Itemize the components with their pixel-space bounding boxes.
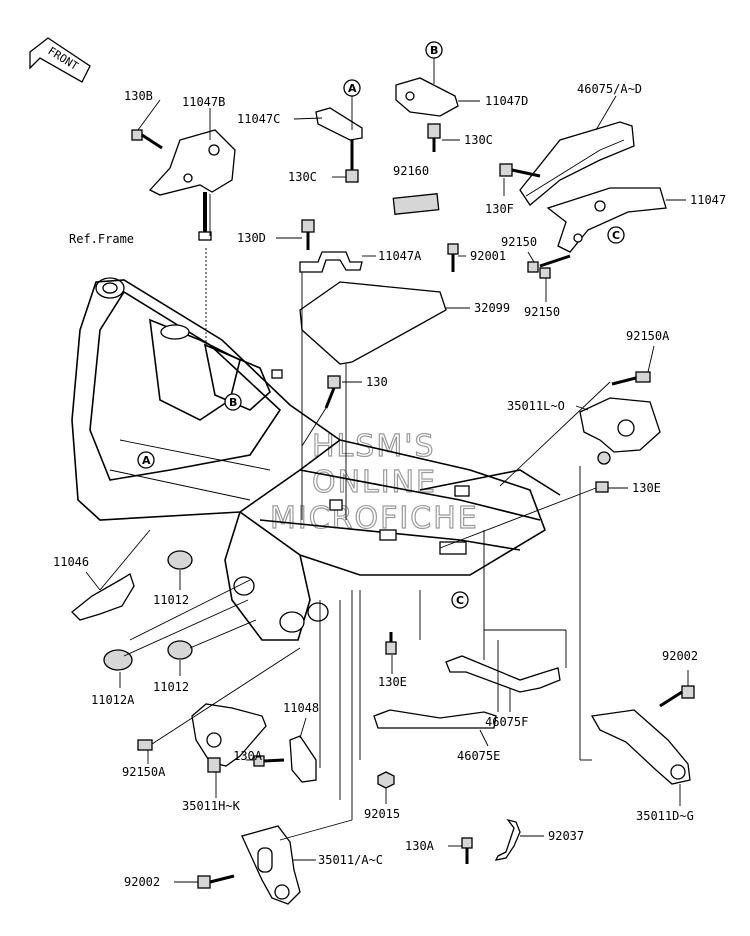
label-130C-a: 130C (288, 170, 317, 184)
label-32099: 32099 (474, 301, 510, 315)
bolt-130E-upper (595, 481, 609, 493)
label-11048: 11048 (283, 701, 319, 715)
part-11048 (289, 735, 317, 783)
label-130E-b: 130E (378, 675, 407, 689)
part-46075F (445, 655, 561, 693)
label-46075AD: 46075/A~D (577, 82, 642, 96)
label-11047D: 11047D (485, 94, 528, 108)
part-11047A (299, 251, 363, 273)
bolt-92150A-lower (137, 739, 153, 751)
part-46075E (373, 709, 497, 729)
label-130A-b: 130A (405, 839, 435, 853)
circle-ref-A-frame: A (137, 451, 155, 469)
part-92015 (377, 771, 395, 789)
bolt-130D (301, 219, 315, 250)
bolt-130 (324, 375, 341, 409)
part-11046 (71, 573, 135, 621)
part-35011HK (191, 703, 267, 773)
part-11012A (103, 649, 133, 671)
label-130D: 130D (237, 231, 266, 245)
part-11047D (395, 77, 459, 152)
watermark: HLSM'S ONLINE MICROFICHE (269, 428, 477, 536)
part-92037 (494, 818, 521, 861)
bolt-130E-lower (385, 632, 397, 655)
svg-text:B: B (430, 44, 438, 57)
svg-text:A: A (142, 454, 151, 467)
label-92160: 92160 (393, 164, 429, 178)
part-11012-upper (167, 550, 193, 570)
bolt-130F (499, 163, 541, 178)
label-92001: 92001 (470, 249, 506, 263)
leader-lines (85, 58, 689, 883)
label-92002-b: 92002 (124, 875, 160, 889)
circle-ref-C-top: C (607, 226, 625, 244)
label-92002-a: 92002 (662, 649, 698, 663)
bolt-92002-lower (197, 874, 235, 889)
part-35011LO (579, 397, 661, 465)
bolt-130A-lower (461, 837, 473, 864)
part-35011AC (241, 825, 301, 905)
label-11047: 11047 (690, 193, 726, 207)
ref-frame-label: Ref.Frame (69, 232, 134, 246)
label-11047C: 11047C (237, 112, 280, 126)
circle-ref-A-top: A (343, 79, 361, 97)
bolt-92150A-upper (611, 371, 651, 386)
svg-text:C: C (456, 594, 464, 607)
part-92160 (392, 193, 440, 215)
svg-text:B: B (229, 396, 237, 409)
label-130F: 130F (485, 202, 514, 216)
front-arrow-icon: FRONT (29, 37, 91, 83)
label-130E-a: 130E (632, 481, 661, 495)
label-35011LO: 35011L~O (507, 399, 565, 413)
label-11012-b: 11012 (153, 680, 189, 694)
part-11047 (546, 187, 667, 253)
part-32099 (299, 281, 447, 365)
label-92150-b: 92150 (524, 305, 560, 319)
main-frame (71, 277, 561, 641)
label-35011HK: 35011H~K (182, 799, 241, 813)
label-35011AC: 35011/A~C (318, 853, 383, 867)
label-130C-b: 130C (464, 133, 493, 147)
label-46075F: 46075F (485, 715, 528, 729)
label-11046: 11046 (53, 555, 89, 569)
circle-ref-C-frame: C (451, 591, 469, 609)
label-92150A-b: 92150A (122, 765, 166, 779)
part-11047C (315, 107, 363, 183)
label-35011DG: 35011D~G (636, 809, 694, 823)
label-11047A: 11047A (378, 249, 422, 263)
label-130: 130 (366, 375, 388, 389)
label-92015: 92015 (364, 807, 400, 821)
part-labels: Ref.Frame 130B 11047B 11047C 130C 11047D… (53, 82, 726, 889)
label-11047B: 11047B (182, 95, 225, 109)
part-46075 (519, 121, 635, 206)
label-11012-a: 11012 (153, 593, 189, 607)
circle-ref-B-frame: B (224, 393, 242, 411)
bolt-130A-upper (253, 755, 285, 767)
label-130B: 130B (124, 89, 153, 103)
part-11047B (148, 129, 236, 241)
label-130A-a: 130A (233, 749, 263, 763)
bolt-92150 (527, 254, 571, 279)
svg-text:A: A (348, 82, 357, 95)
label-92037: 92037 (548, 829, 584, 843)
circle-ref-B-top: B (425, 41, 443, 59)
bolt-92002-upper (659, 685, 695, 708)
part-11012-lower (167, 640, 193, 660)
part-35011DG (590, 709, 691, 785)
bolt-130B (131, 129, 163, 150)
label-11012A: 11012A (91, 693, 135, 707)
label-92150A-a: 92150A (626, 329, 670, 343)
svg-text:C: C (612, 229, 620, 242)
watermark-line-2: ONLINE (312, 465, 437, 500)
label-92150-a: 92150 (501, 235, 537, 249)
bolt-92001 (447, 243, 459, 272)
label-46075E: 46075E (457, 749, 500, 763)
